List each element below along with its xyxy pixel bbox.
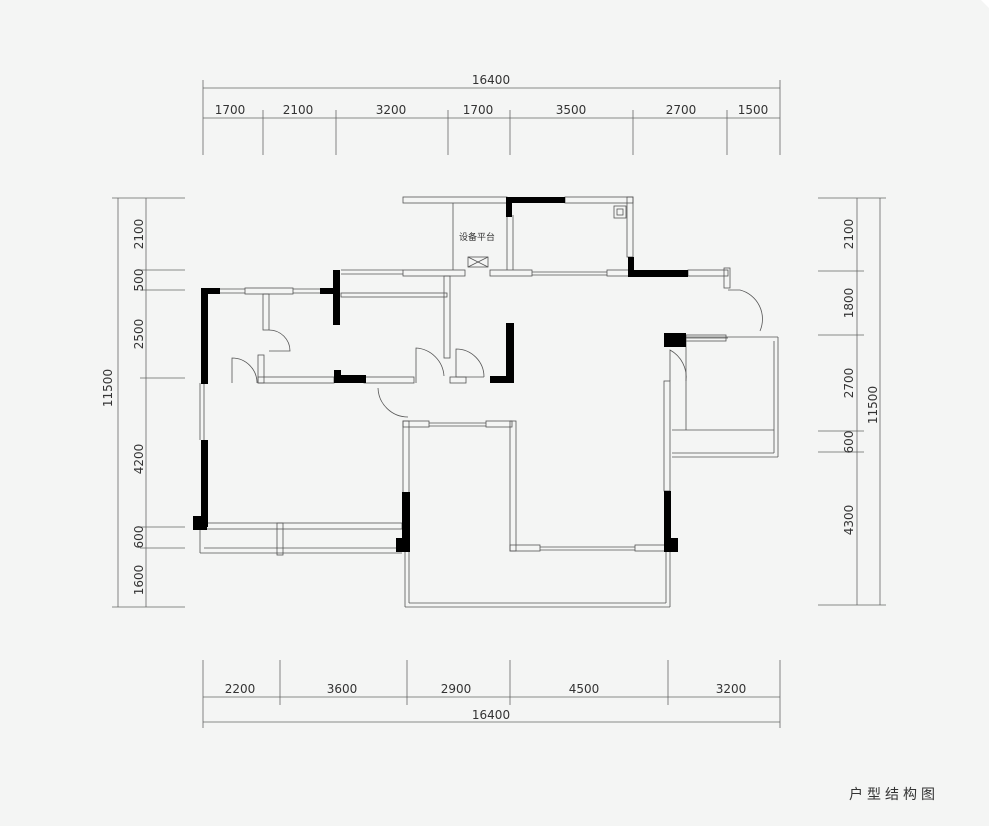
- equipment-platform-label: 设备平台: [459, 231, 495, 243]
- left-total-dim: 11500: [101, 369, 115, 407]
- top-dim: 2700: [666, 103, 697, 117]
- bottom-dim: 2200: [225, 682, 256, 696]
- right-dim: 2100: [842, 219, 856, 250]
- top-dim: 1500: [738, 103, 769, 117]
- top-dim: 1700: [463, 103, 494, 117]
- plan-title: 户型结构图: [849, 787, 939, 803]
- corner-fold: [981, 0, 989, 8]
- dimension-lines: [112, 80, 886, 728]
- right-dim: 1800: [842, 288, 856, 319]
- bottom-dim: 4500: [569, 682, 600, 696]
- bottom-dim: 3600: [327, 682, 358, 696]
- top-dim: 3200: [376, 103, 407, 117]
- bottom-total-dim: 16400: [472, 708, 510, 722]
- structural-walls: [193, 197, 688, 552]
- left-dim: 2500: [132, 319, 146, 350]
- right-dim: 600: [842, 431, 856, 454]
- top-dim: 3500: [556, 103, 587, 117]
- left-dim: 4200: [132, 444, 146, 475]
- bottom-dim: 2900: [441, 682, 472, 696]
- right-dim: 2700: [842, 368, 856, 399]
- left-dim: 600: [132, 526, 146, 549]
- left-dim: 1600: [132, 565, 146, 596]
- top-dim: 2100: [283, 103, 314, 117]
- left-dim: 500: [132, 269, 146, 292]
- top-dim: 1700: [215, 103, 246, 117]
- wall-outlines: [199, 196, 779, 608]
- right-dim: 4300: [842, 505, 856, 536]
- left-dim: 2100: [132, 219, 146, 250]
- top-total-dim: 16400: [472, 73, 510, 87]
- dimension-labels: 16400 1700 2100 3200 1700 3500 2700 1500…: [101, 73, 880, 722]
- right-total-dim: 11500: [866, 386, 880, 424]
- bottom-dim: 3200: [716, 682, 747, 696]
- door-swings: [231, 289, 763, 418]
